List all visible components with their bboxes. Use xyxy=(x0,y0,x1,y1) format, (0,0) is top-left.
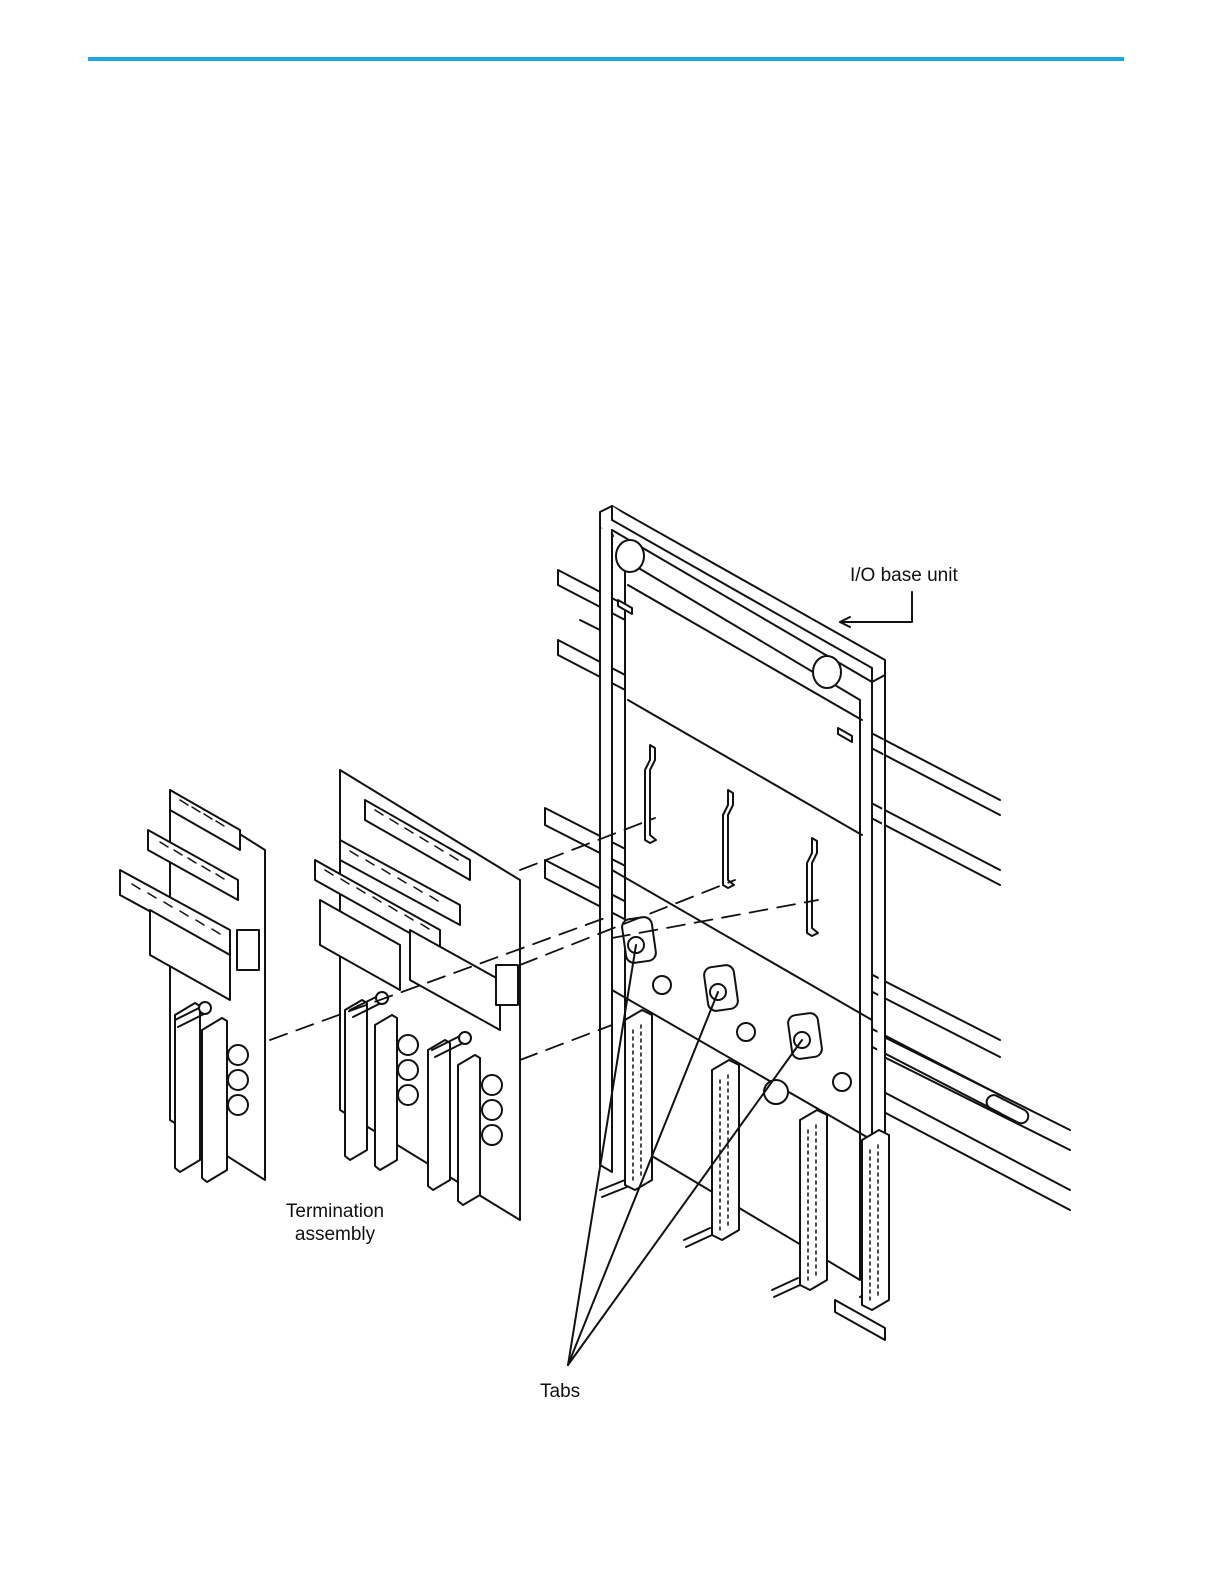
io-base-unit-label: I/O base unit xyxy=(850,564,958,587)
termination-assembly-small xyxy=(120,790,265,1182)
termination-assembly-label: Termination assembly xyxy=(270,1200,400,1246)
termination-assembly-large xyxy=(315,770,520,1220)
io-base-unit xyxy=(600,506,889,1340)
tabs-label: Tabs xyxy=(540,1380,580,1403)
